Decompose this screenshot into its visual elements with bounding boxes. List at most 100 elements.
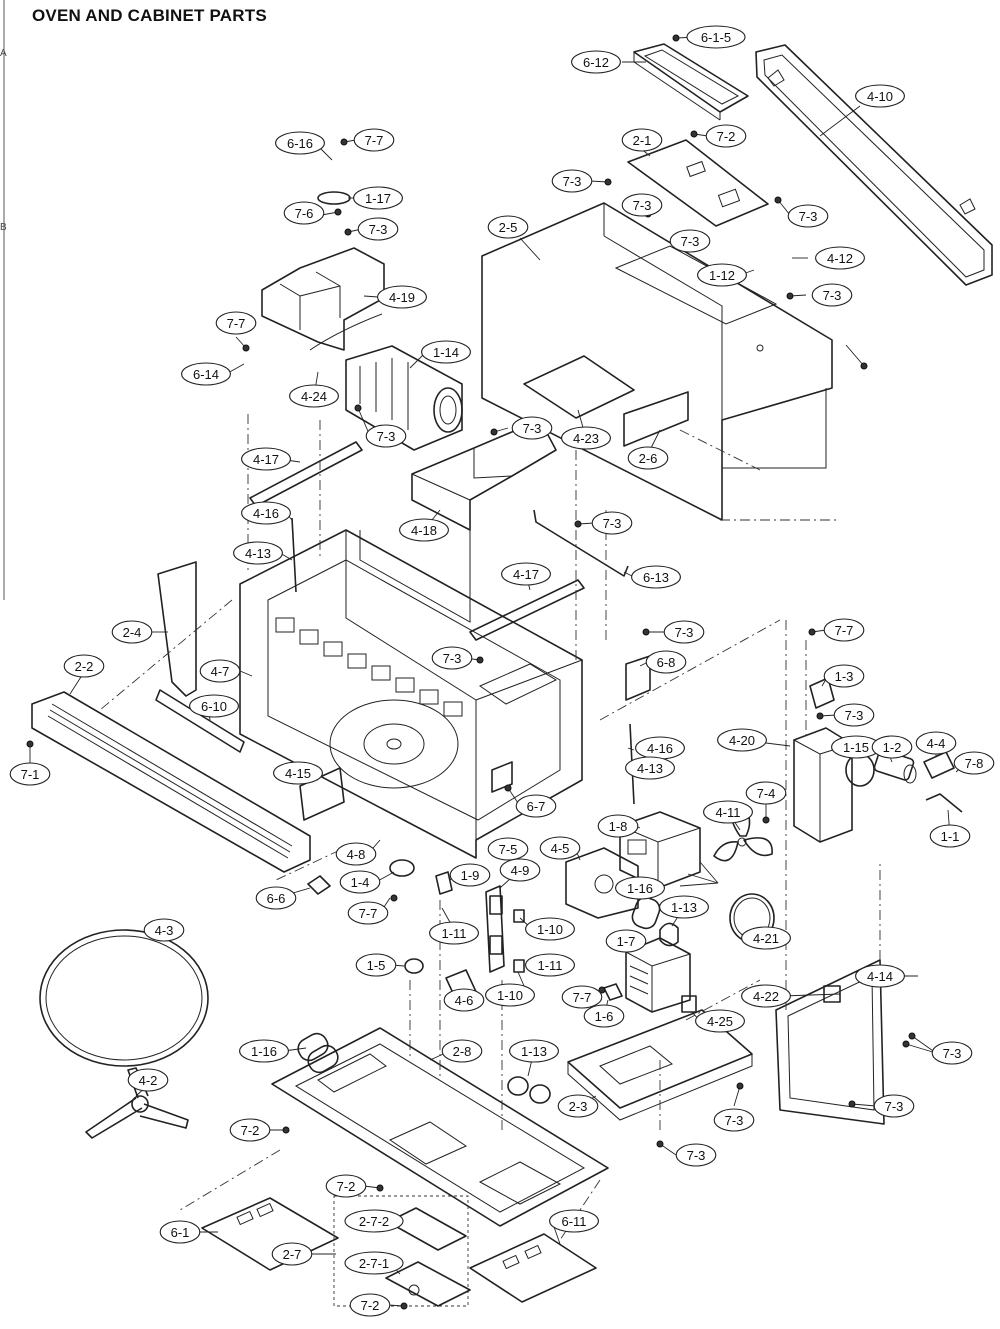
callout-bubble <box>621 193 663 217</box>
part-callout-4-16: 4-16 <box>241 501 291 525</box>
part-1-4-shape <box>389 859 415 877</box>
callout-bubble <box>873 1094 915 1118</box>
callout-bubble <box>627 446 669 470</box>
part-callout-4-10: 4-10 <box>855 84 905 108</box>
callout-bubble <box>591 511 633 535</box>
callout-label: 7-2 <box>241 1123 260 1138</box>
callout-label: 4-6 <box>455 993 474 1008</box>
part-1-13-upper-shape <box>659 922 679 947</box>
part-1-1-shape <box>925 793 963 813</box>
callout-label: 4-18 <box>411 523 437 538</box>
callout-bubble <box>241 501 291 525</box>
callout-label: 7-3 <box>675 625 694 640</box>
callout-label: 4-3 <box>155 923 174 938</box>
callout-label: 4-13 <box>637 761 663 776</box>
callout-bubble <box>509 1039 559 1063</box>
callout-label: 7-7 <box>365 133 384 148</box>
part-callout-6-14: 6-14 <box>181 362 231 386</box>
callout-label: 2-7-2 <box>359 1214 389 1229</box>
part-6-13-shape <box>533 509 629 577</box>
callout-bubble <box>127 1068 169 1092</box>
callout-label: 2-7 <box>283 1247 302 1262</box>
callout-bubble <box>675 1143 717 1167</box>
part-callout-4-11: 4-11 <box>703 800 753 824</box>
transformer-1-7-shape <box>625 937 691 1013</box>
callout-bubble <box>487 837 529 861</box>
callout-label: 6-1-5 <box>701 30 731 45</box>
part-callout-4-13: 4-13 <box>233 541 283 565</box>
callout-bubble <box>741 984 791 1008</box>
callout-bubble <box>499 858 541 882</box>
callout-bubble <box>289 384 339 408</box>
callout-label: 7-8 <box>965 756 984 771</box>
callout-label: 2-5 <box>499 220 518 235</box>
part-callout-6-16: 6-16 <box>275 131 325 155</box>
part-callout-2-7: 2-7 <box>271 1242 313 1266</box>
part-callout-2-7-1: 2-7-1 <box>344 1251 404 1275</box>
part-callout-7-7: 7-7 <box>561 985 603 1009</box>
part-6-10-shape <box>155 689 245 753</box>
callout-bubble <box>833 703 875 727</box>
callout-label: 7-3 <box>823 288 842 303</box>
callout-bubble <box>344 1251 404 1275</box>
part-callout-1-11: 1-11 <box>525 953 575 977</box>
callout-label: 6-13 <box>643 570 669 585</box>
callout-bubble <box>703 800 753 824</box>
callout-bubble <box>823 664 865 688</box>
callout-label: 7-1 <box>21 767 40 782</box>
callout-label: 2-4 <box>123 625 142 640</box>
callout-label: 6-7 <box>527 799 546 814</box>
callout-label: 7-3 <box>633 198 652 213</box>
callout-bubble <box>915 731 957 755</box>
callout-label: 4-14 <box>867 969 893 984</box>
callout-bubble <box>339 870 381 894</box>
callout-label: 1-9 <box>461 868 480 883</box>
callout-bubble <box>421 340 471 364</box>
callout-bubble <box>189 694 239 718</box>
callout-label: 1-5 <box>367 958 386 973</box>
callout-label: 6-1 <box>171 1225 190 1240</box>
part-callout-7-3: 7-3 <box>551 169 593 193</box>
part-callout-4-21: 4-21 <box>741 926 791 950</box>
callout-label: 6-10 <box>201 699 227 714</box>
part-callout-1-8: 1-8 <box>597 814 639 838</box>
part-callout-4-3: 4-3 <box>143 918 185 942</box>
callout-label: 7-3 <box>681 234 700 249</box>
part-6-7-shape <box>491 761 513 793</box>
callout-bubble <box>663 620 705 644</box>
capacitor-lower-a-shape <box>297 1032 329 1062</box>
panel-4-23-shape <box>523 355 635 419</box>
part-callout-1-1: 1-1 <box>929 824 971 848</box>
part-callout-2-8: 2-8 <box>441 1039 483 1063</box>
callout-label: 1-8 <box>609 819 628 834</box>
part-callout-7-7: 7-7 <box>353 128 395 152</box>
callout-bubble <box>631 565 681 589</box>
part-callout-4-19: 4-19 <box>377 285 427 309</box>
callout-label: 7-3 <box>603 516 622 531</box>
callout-bubble <box>697 263 747 287</box>
callout-bubble <box>741 926 791 950</box>
callout-bubble <box>485 983 535 1007</box>
blower-shape <box>345 345 463 451</box>
part-callout-1-12: 1-12 <box>697 263 747 287</box>
part-callout-4-13: 4-13 <box>625 756 675 780</box>
part-callout-1-10: 1-10 <box>525 917 575 941</box>
callout-bubble <box>399 518 449 542</box>
cabinet-shape <box>481 202 833 521</box>
callout-label: 2-2 <box>75 659 94 674</box>
part-callout-4-8: 4-8 <box>335 842 377 866</box>
callout-bubble <box>621 128 663 152</box>
callout-bubble <box>815 246 865 270</box>
callout-bubble <box>441 1039 483 1063</box>
callout-bubble <box>181 362 231 386</box>
callout-label: 7-3 <box>369 222 388 237</box>
callout-label: 4-17 <box>513 567 539 582</box>
part-1-13-lower-b-shape <box>529 1084 551 1104</box>
part-callout-1-9: 1-9 <box>449 863 491 887</box>
part-callout-4-20: 4-20 <box>717 728 767 752</box>
part-callout-6-12: 6-12 <box>571 50 621 74</box>
callout-label: 1-13 <box>671 900 697 915</box>
part-4-5-shape <box>565 847 639 919</box>
callout-label: 7-5 <box>499 842 518 857</box>
